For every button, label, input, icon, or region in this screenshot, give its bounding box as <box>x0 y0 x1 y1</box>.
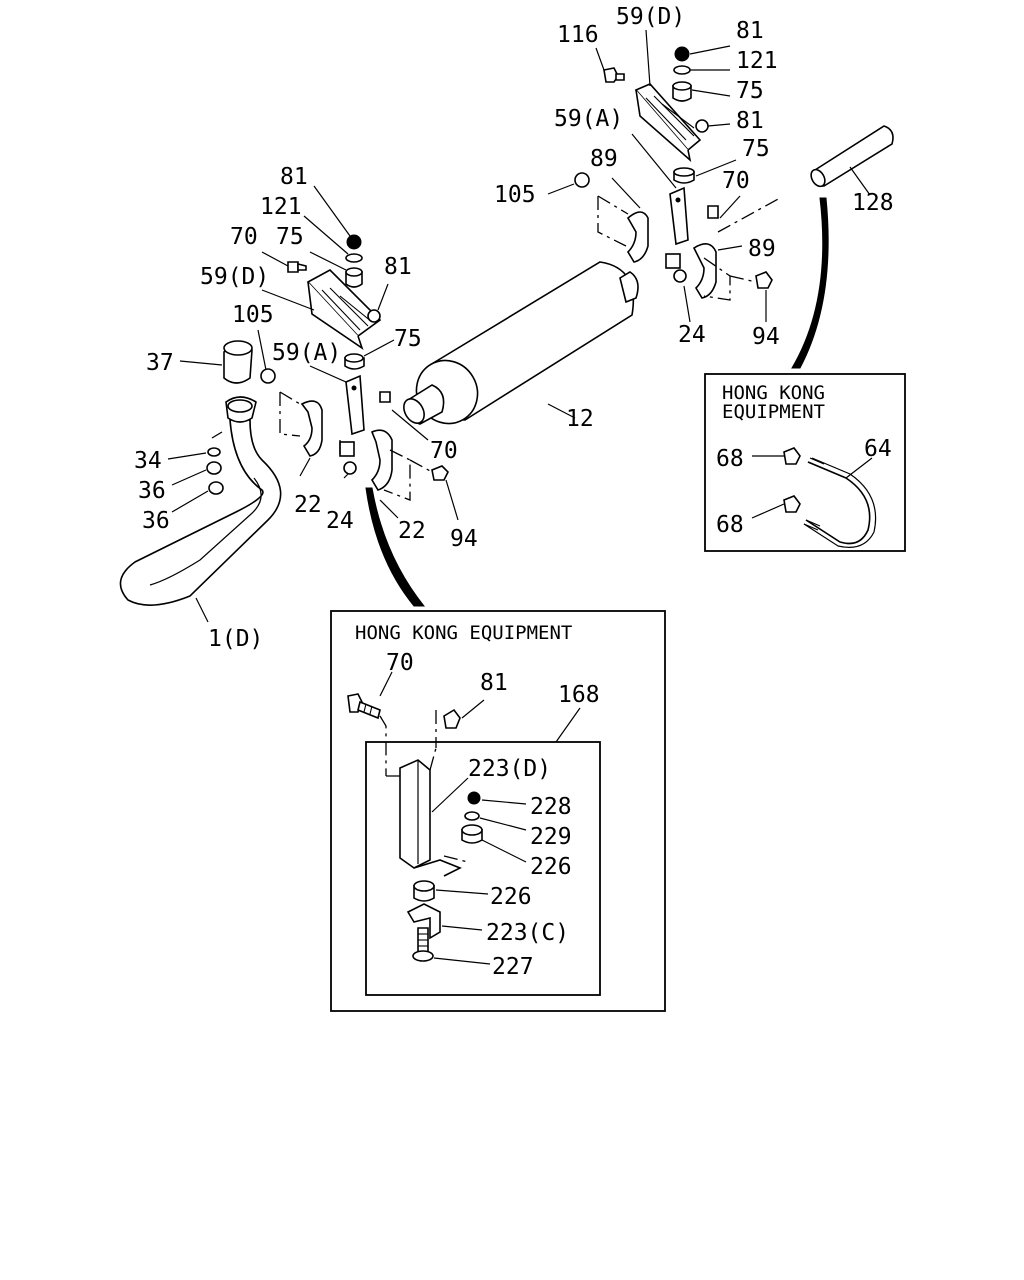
left-hanger-group <box>260 234 459 521</box>
label-36-first: 36 <box>138 478 166 504</box>
label-22-first: 22 <box>294 492 322 518</box>
label-68-second: 68 <box>716 512 744 538</box>
label-64: 64 <box>864 436 892 462</box>
label-81-inset: 81 <box>480 670 508 696</box>
label-59a-left: 59(A) <box>272 340 341 366</box>
label-227: 227 <box>492 954 534 980</box>
inset-right-title-line2: EQUIPMENT <box>722 401 825 423</box>
callout-sweep-right <box>791 197 829 369</box>
label-70-left: 70 <box>230 224 258 250</box>
label-121-top: 121 <box>736 48 778 74</box>
label-105-top: 105 <box>494 182 536 208</box>
main-callout-labels: 116 59(D) 81 121 75 81 59(A) 75 89 70 10… <box>134 4 894 652</box>
muffler <box>403 261 639 425</box>
label-116: 116 <box>557 22 599 48</box>
tail-pipe <box>810 125 894 196</box>
label-223d: 223(D) <box>468 756 551 782</box>
label-81-top: 81 <box>736 18 764 44</box>
front-pipe <box>119 396 282 623</box>
inset-right-title-line1: HONG KONG <box>722 382 825 404</box>
label-59d-top: 59(D) <box>616 4 685 30</box>
label-121-left: 121 <box>260 194 302 220</box>
main-leader-lines <box>257 29 651 479</box>
label-1d: 1(D) <box>208 626 263 652</box>
label-94-left: 94 <box>450 526 478 552</box>
label-70-inset: 70 <box>386 650 414 676</box>
label-81-left: 81 <box>280 164 308 190</box>
label-229: 229 <box>530 824 572 850</box>
label-94-right: 94 <box>752 324 780 350</box>
label-128: 128 <box>852 190 894 216</box>
label-68-first: 68 <box>716 446 744 472</box>
nuts-and-washers-left <box>167 431 224 513</box>
label-70-mid: 70 <box>430 438 458 464</box>
label-36-second: 36 <box>142 508 170 534</box>
label-59d-left: 59(D) <box>200 264 269 290</box>
callout-sweep-bottom <box>365 487 426 607</box>
inset-hong-kong-ubolt: HONG KONG EQUIPMENT 68 64 68 <box>704 373 906 552</box>
label-75-left: 75 <box>276 224 304 250</box>
label-75-left-second: 75 <box>394 326 422 352</box>
seal-ring <box>179 340 253 384</box>
label-168: 168 <box>558 682 600 708</box>
label-37: 37 <box>146 350 174 376</box>
label-226-first: 226 <box>530 854 572 880</box>
label-223c: 223(C) <box>486 920 569 946</box>
label-81-left-second: 81 <box>384 254 412 280</box>
label-75-top-second: 75 <box>742 136 770 162</box>
right-hanger-group <box>547 45 781 323</box>
label-24-left: 24 <box>326 508 354 534</box>
label-226-second: 226 <box>490 884 532 910</box>
inset-hong-kong-hanger: HONG KONG EQUIPMENT <box>330 610 666 1012</box>
label-75-top: 75 <box>736 78 764 104</box>
inset-bottom-title: HONG KONG EQUIPMENT <box>355 622 572 644</box>
label-89-right: 89 <box>748 236 776 262</box>
label-12: 12 <box>566 406 594 432</box>
label-59a-top: 59(A) <box>554 106 623 132</box>
label-24-right: 24 <box>678 322 706 348</box>
label-105-left: 105 <box>232 302 274 328</box>
label-34: 34 <box>134 448 162 474</box>
label-70-top: 70 <box>722 168 750 194</box>
label-22-second: 22 <box>398 518 426 544</box>
label-89-top: 89 <box>590 146 618 172</box>
label-228: 228 <box>530 794 572 820</box>
label-81-top-second: 81 <box>736 108 764 134</box>
